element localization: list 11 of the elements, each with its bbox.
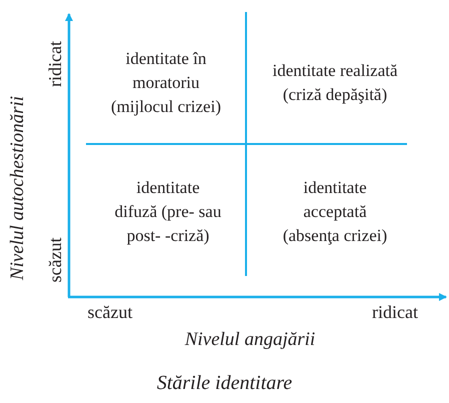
axis-title: Nivelul autochestionării — [6, 94, 29, 282]
axis-title: Nivelul angajării — [184, 328, 316, 352]
quadrant-text: identitate în moratoriu (mijlocul crizei) — [110, 48, 222, 118]
quadrant-text: identitate difuză (pre- sau post- -criză) — [114, 177, 222, 247]
caption: Stările identitare — [156, 371, 294, 396]
axis-tick-label: ridicat — [371, 301, 419, 324]
quadrant-text: identitate realizată (criză depăşită) — [271, 60, 399, 106]
quadrant-text: identitate acceptată (absenţa crizei) — [282, 177, 388, 247]
axis-tick-label: ridicat — [44, 40, 66, 89]
axis-tick-label: scăzut — [44, 236, 66, 284]
axis-tick-label: scăzut — [86, 301, 134, 324]
